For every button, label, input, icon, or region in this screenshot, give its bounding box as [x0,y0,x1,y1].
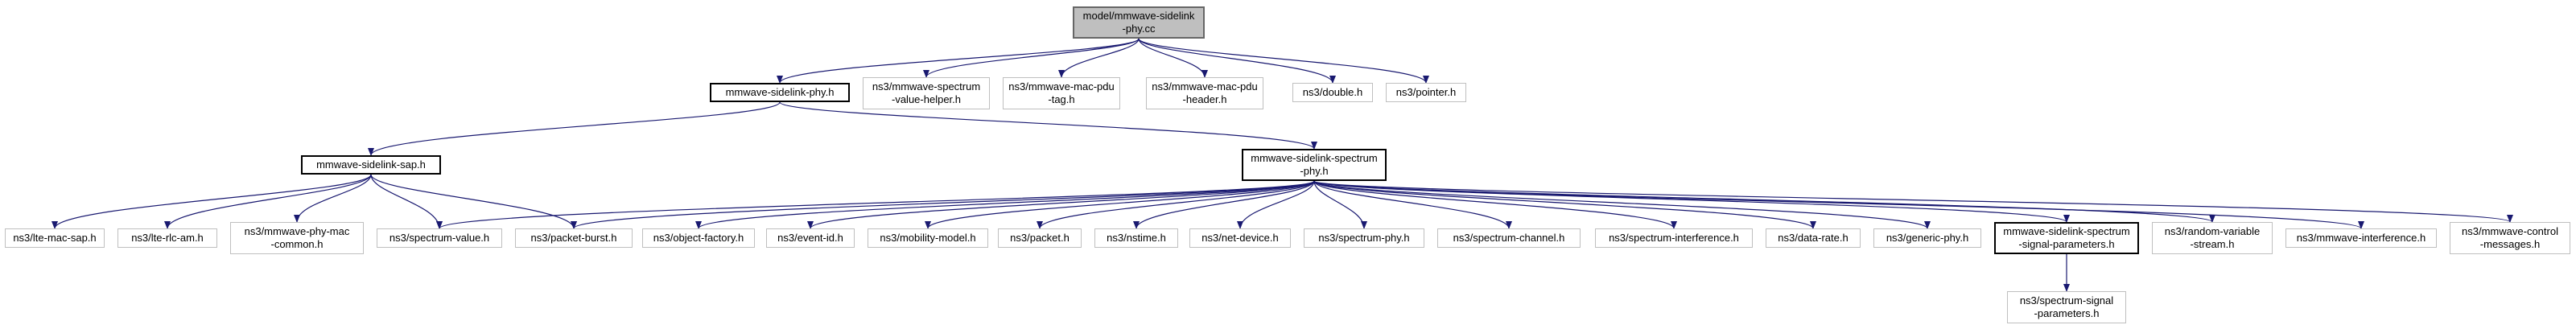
include-node-phy-mac-common[interactable]: ns3/mmwave-phy-mac -common.h [230,222,364,254]
edge-sidelink_spectrum_phy_h-to-packet_burst [571,180,1315,229]
edge-root-to-double_h [1138,38,1336,84]
include-node-net-device[interactable]: ns3/net-device.h [1189,228,1291,248]
include-node-packet[interactable]: ns3/packet.h [998,228,1082,248]
header-node-mmwave-sidelink-spectrum-signal-parameters[interactable]: mmwave-sidelink-spectrum -signal-paramet… [1994,222,2139,254]
include-node-object-factory[interactable]: ns3/object-factory.h [642,228,755,248]
edge-sidelink_sap_h-to-spectrum_value [370,174,443,229]
edge-sidelink_spectrum_phy_h-to-spectrum_channel [1313,180,1512,229]
root-file-node[interactable]: model/mmwave-sidelink -phy.cc [1073,6,1205,39]
edge-root-to-spectrum_value_helper [923,38,1140,78]
include-node-pointer[interactable]: ns3/pointer.h [1386,83,1466,102]
header-node-mmwave-sidelink-sap[interactable]: mmwave-sidelink-sap.h [301,155,441,175]
include-node-spectrum-signal-parameters[interactable]: ns3/spectrum-signal -parameters.h [2007,291,2126,323]
edge-sidelink_sap_h-to-lte_rlc_am [164,174,372,229]
edge-sidelink_spectrum_phy_h-to-spectrum_phy [1313,180,1367,229]
include-node-mmwave-interference[interactable]: ns3/mmwave-interference.h [2285,228,2437,248]
include-node-lte-mac-sap[interactable]: ns3/lte-mac-sap.h [5,228,105,248]
edge-sidelink_spectrum_phy_h-to-mmwave_interference [1313,180,2364,229]
include-node-event-id[interactable]: ns3/event-id.h [766,228,855,248]
include-node-packet-burst[interactable]: ns3/packet-burst.h [515,228,633,248]
include-node-data-rate[interactable]: ns3/data-rate.h [1766,228,1861,248]
edge-root-to-pointer_h [1138,38,1429,84]
edge-root-to-mac_pdu_header [1138,38,1208,78]
edge-sidelink_spectrum_phy_h-to-data_rate [1313,180,1816,229]
edge-sidelink_sap_h-to-lte_mac_sap [52,174,372,229]
include-node-generic-phy[interactable]: ns3/generic-phy.h [1873,228,1981,248]
edge-sidelink_phy_h-to-sidelink_sap_h [368,101,781,156]
header-node-mmwave-sidelink-spectrum-phy[interactable]: mmwave-sidelink-spectrum -phy.h [1242,149,1387,181]
edge-sidelink_spectrum_phy_h-to-event_id [807,180,1315,229]
include-node-mac-pdu-tag[interactable]: ns3/mmwave-mac-pdu -tag.h [1003,77,1120,109]
include-node-random-variable-stream[interactable]: ns3/random-variable -stream.h [2152,222,2273,254]
include-node-spectrum-channel[interactable]: ns3/spectrum-channel.h [1437,228,1581,248]
edge-sidelink_spectrum_phy_h-to-control_messages [1313,180,2513,223]
include-node-mac-pdu-header[interactable]: ns3/mmwave-mac-pdu -header.h [1146,77,1263,109]
include-node-nstime[interactable]: ns3/nstime.h [1094,228,1178,248]
include-node-spectrum-interference[interactable]: ns3/spectrum-interference.h [1595,228,1753,248]
edge-sidelink_spectrum_phy_h-to-object_factory [695,180,1315,229]
edge-sidelink_spectrum_phy_h-to-net_device [1237,180,1315,229]
include-node-spectrum-value[interactable]: ns3/spectrum-value.h [377,228,502,248]
edge-sidelink_spectrum_phy_h-to-generic_phy [1313,180,1931,229]
edge-sidelink_sap_h-to-phy_mac_common [294,174,372,223]
header-node-mmwave-sidelink-phy[interactable]: mmwave-sidelink-phy.h [710,83,850,102]
edge-sidelink_sap_h-to-packet_burst [370,174,577,229]
include-node-spectrum-value-helper[interactable]: ns3/mmwave-spectrum -value-helper.h [863,77,990,109]
edge-sidelink_spectrum_phy_h-to-spectrum_value [436,180,1315,229]
edge-sidelink_spectrum_phy_h-to-spectrum_interference [1313,180,1677,229]
edge-sidelink_spectrum_phy_h-to-mobility_model [925,180,1315,229]
edge-sidelink_spectrum_phy_h-to-sidelink_signal_params [1313,180,2070,223]
edge-sidelink_spectrum_phy_h-to-random_variable_stream [1313,180,2215,223]
edge-sidelink_spectrum_phy_h-to-nstime [1133,180,1315,229]
include-node-double[interactable]: ns3/double.h [1292,83,1373,102]
include-node-spectrum-phy[interactable]: ns3/spectrum-phy.h [1304,228,1424,248]
include-node-lte-rlc-am[interactable]: ns3/lte-rlc-am.h [117,228,217,248]
dependency-edges [52,38,2513,292]
edge-sidelink_spectrum_phy_h-to-packet_h [1037,180,1315,229]
include-node-control-messages[interactable]: ns3/mmwave-control -messages.h [2450,222,2570,254]
include-node-mobility-model[interactable]: ns3/mobility-model.h [868,228,988,248]
edge-root-to-mac_pdu_tag [1058,38,1140,78]
edge-root-to-sidelink_phy_h [777,38,1140,84]
edge-sidelink_phy_h-to-sidelink_spectrum_phy_h [779,101,1317,150]
